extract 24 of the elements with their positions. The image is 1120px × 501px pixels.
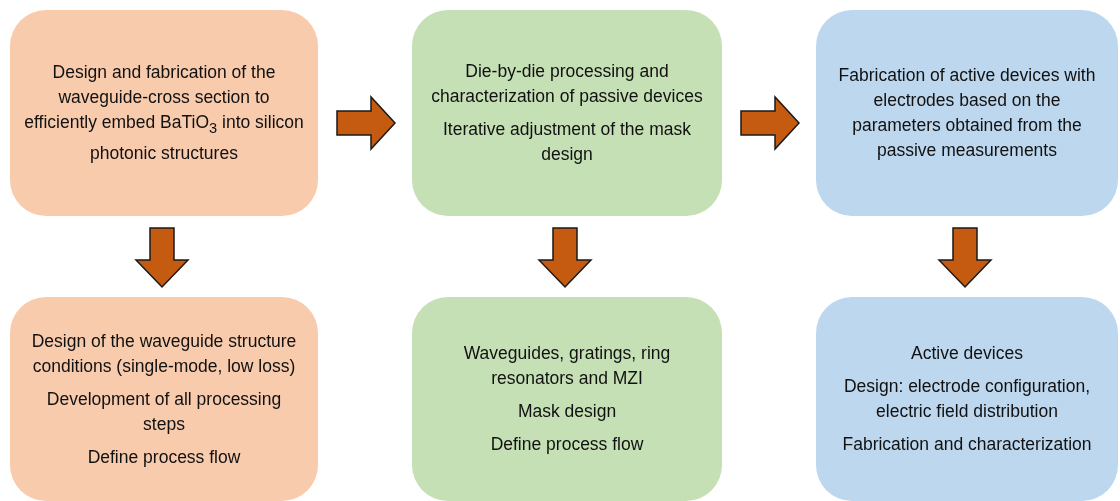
box-text: Development of all processing steps xyxy=(45,387,283,436)
process-box xyxy=(412,297,722,501)
process-box xyxy=(10,10,318,216)
block-arrow xyxy=(937,227,993,289)
block-arrow xyxy=(336,95,397,151)
process-box xyxy=(412,10,722,216)
box-text: Die-by-die processing and characterization of passive devices xyxy=(430,60,704,108)
box-text: Design of the waveguide structure conditions (single-mode, low loss) xyxy=(30,329,298,378)
box-text: Mask design xyxy=(517,400,617,423)
box-text: Define process flow xyxy=(490,433,644,456)
box-text: Define process flow xyxy=(87,445,241,469)
box-text: Design: electrode configuration, electric field distribution xyxy=(842,375,1092,423)
box-text: Fabrication of active devices with electrodes based on the parameters obtained from the passive measurements xyxy=(837,64,1097,162)
process-box xyxy=(816,10,1118,216)
box-text: Fabrication and characterization xyxy=(842,433,1092,456)
block-arrow xyxy=(537,227,593,289)
box-text: Iterative adjustment of the mask design xyxy=(441,118,692,166)
block-arrow xyxy=(134,227,190,289)
box-text: Active devices xyxy=(911,342,1023,365)
box-text: Design and fabrication of the waveguide-cross section to efficiently embed BaTiO$_{3}$ into silicon photonic structures xyxy=(24,61,304,165)
block-arrow xyxy=(740,95,801,151)
box-text: Waveguides, gratings, ring resonators and MZI xyxy=(462,342,672,390)
process-box xyxy=(816,297,1118,501)
process-box xyxy=(10,297,318,501)
